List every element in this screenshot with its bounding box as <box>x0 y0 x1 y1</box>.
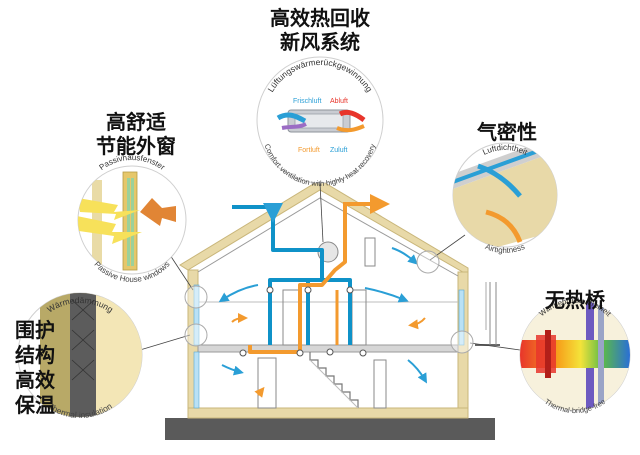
outgoing-air <box>343 194 390 214</box>
label-insulation-cn: 围护 结构 高效 保温 <box>12 318 58 418</box>
window-left-upper <box>193 284 200 346</box>
title-line-2: 新风系统 <box>280 30 360 54</box>
insulation-cn-line-4: 保温 <box>15 393 55 417</box>
insulation-cn-line-2: 结构 <box>15 343 55 367</box>
thermal-bridge-cn: 无热桥 <box>545 288 605 312</box>
airtight-cn: 气密性 <box>477 120 537 144</box>
airflow-blue-2 <box>364 287 409 303</box>
duct-vents <box>239 286 367 357</box>
airflow-blue-4 <box>407 359 428 384</box>
inner-roof-line <box>197 197 459 277</box>
label-abluft: Abluft <box>330 98 348 105</box>
airtightness-callout: Luftdichtheit Airtightness <box>452 142 558 255</box>
airflow-orange-3 <box>254 386 265 398</box>
label-thermal-bridge-cn: 无热桥 <box>540 288 610 312</box>
callout-rings <box>184 250 474 354</box>
stair-rail <box>309 359 359 409</box>
staircase <box>309 352 359 408</box>
airflow-orange-1 <box>231 313 248 324</box>
door-lower-2 <box>373 359 387 409</box>
window-right-upper <box>458 289 465 346</box>
ventilation-callout: Frischluft Abluft Fortluft Zuluft Lüftun… <box>256 56 384 188</box>
title-ventilation: 高效热回收 新风系统 <box>268 6 372 54</box>
label-zuluft: Zuluft <box>330 147 348 154</box>
airflow-orange-2 <box>408 317 426 330</box>
insulation-cn-line-3: 高效 <box>15 368 55 392</box>
attic-window <box>364 237 376 267</box>
label-windows-cn: 高舒适 节能外窗 <box>92 110 180 158</box>
airflow-blue-1 <box>218 284 259 303</box>
callout-connectors <box>139 182 521 351</box>
fresh-air-intake <box>232 203 283 223</box>
window-left-lower <box>193 351 200 409</box>
label-airtight-cn: 气密性 <box>472 120 542 144</box>
windows-cn-line-1: 高舒适 <box>106 110 166 134</box>
thermal-bridge-callout: Wärmebrückenfreiheit Thermal-bridge-free <box>519 296 631 415</box>
airflow-blue-3 <box>221 364 244 376</box>
door-lower-1 <box>257 357 277 409</box>
label-frischluft: Frischluft <box>293 98 321 105</box>
exhaust-duct <box>248 205 347 354</box>
airflow-attic <box>391 247 418 265</box>
floor-slab <box>187 407 469 419</box>
title-line-1: 高效热回收 <box>270 6 370 30</box>
door-upper-2 <box>351 289 367 346</box>
insulation-cn-line-1: 围护 <box>15 318 55 342</box>
windows-cn-line-2: 节能外窗 <box>96 134 176 158</box>
label-fortluft: Fortluft <box>298 147 320 154</box>
airtight-en-label: Airtightness <box>484 242 526 255</box>
ground <box>165 418 495 440</box>
window-callout: Passivhausfenster Passive House windows <box>77 153 187 284</box>
